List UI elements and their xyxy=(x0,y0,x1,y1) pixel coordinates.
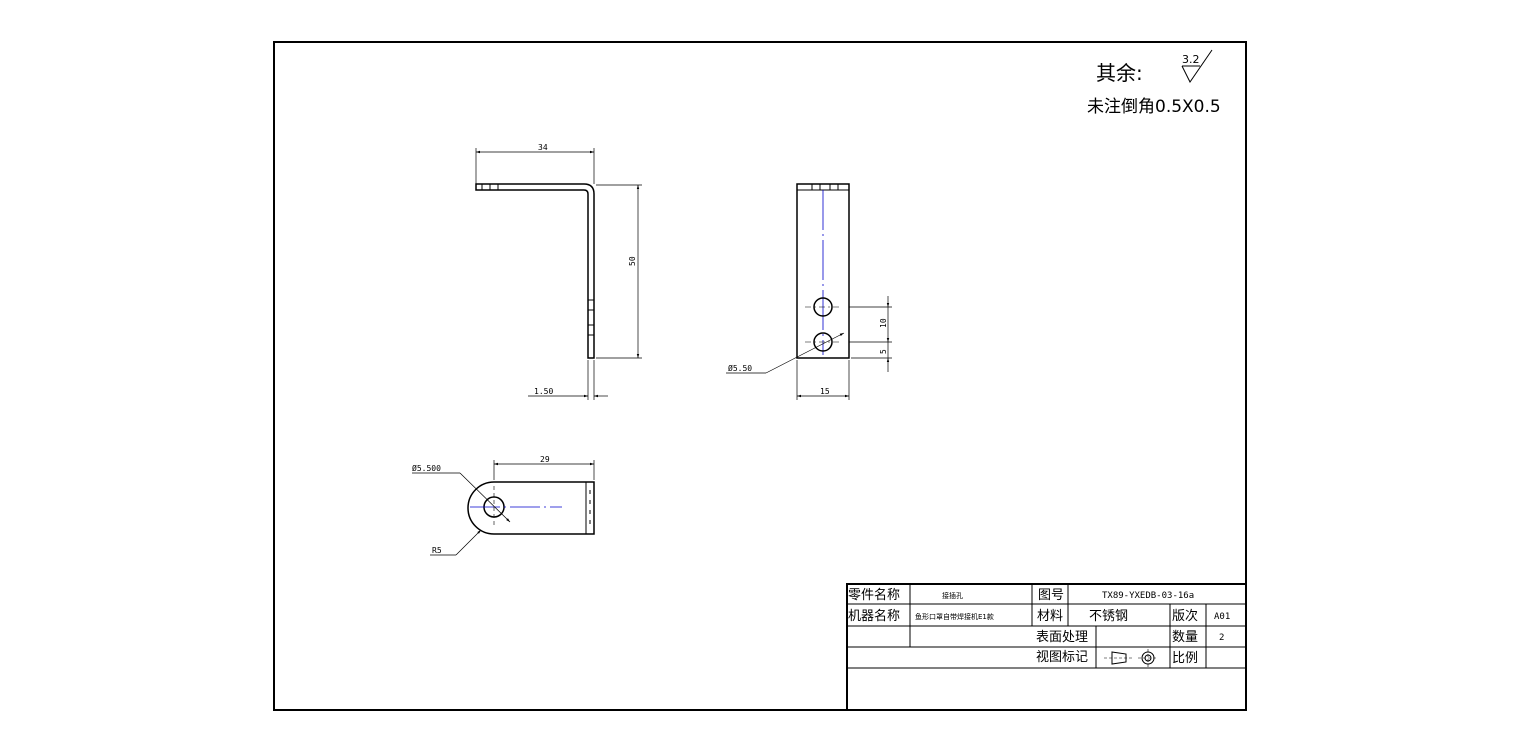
version-label: 版次 xyxy=(1172,608,1198,624)
projection-symbol-icon xyxy=(1104,649,1158,667)
roughness-symbol-icon xyxy=(1181,49,1213,83)
roughness-prefix: 其余: xyxy=(1096,61,1143,85)
machine-name-label: 机器名称 xyxy=(848,608,900,624)
dim-height: 50 xyxy=(628,256,637,266)
dim-radius: R5 xyxy=(432,546,442,555)
part-name-value: 接插孔 xyxy=(942,591,963,600)
title-block: 零件名称 接插孔 图号 TX89-YXEDB-03-16a 机器名称 鱼形口罩自… xyxy=(846,583,1247,711)
dim-hole-dia-bottom: Ø5.500 xyxy=(412,463,441,473)
drawing-no-label: 图号 xyxy=(1038,588,1064,603)
dim-bottom-length: 29 xyxy=(540,455,550,464)
quantity-value: 2 xyxy=(1219,633,1224,643)
front-view: 10 5 15 Ø5.50 xyxy=(726,183,892,400)
machine-name-value: 鱼形口罩自带焊接机E1款 xyxy=(915,612,994,621)
dim-hole-offset: 5 xyxy=(879,349,888,354)
scale-label: 比例 xyxy=(1172,651,1198,666)
roughness-value: 3.2 xyxy=(1182,53,1200,66)
dim-thickness: 1.50 xyxy=(534,387,553,396)
drawing-no-value: TX89-YXEDB-03-16a xyxy=(1102,591,1194,601)
dim-hole-spacing: 10 xyxy=(879,318,888,328)
surface-label: 表面处理 xyxy=(1036,630,1088,645)
material-label: 材料 xyxy=(1037,609,1063,624)
notes-block: 其余: 3.2 未注倒角0.5X0.5 xyxy=(1087,49,1221,117)
side-view: 34 50 1.50 xyxy=(475,143,642,400)
view-label: 视图标记 xyxy=(1036,650,1088,665)
drawing-border xyxy=(273,41,1247,711)
material-value: 不锈钢 xyxy=(1089,609,1128,624)
chamfer-note: 未注倒角0.5X0.5 xyxy=(1087,97,1221,117)
dim-width-top: 34 xyxy=(538,143,548,152)
dim-hole-dia-front: Ø5.50 xyxy=(728,363,752,373)
dim-front-width: 15 xyxy=(820,387,830,396)
quantity-label: 数量 xyxy=(1172,630,1198,645)
version-value: A01 xyxy=(1214,612,1230,622)
top-view: 29 Ø5.500 R5 xyxy=(412,455,595,556)
part-name-label: 零件名称 xyxy=(848,587,900,603)
